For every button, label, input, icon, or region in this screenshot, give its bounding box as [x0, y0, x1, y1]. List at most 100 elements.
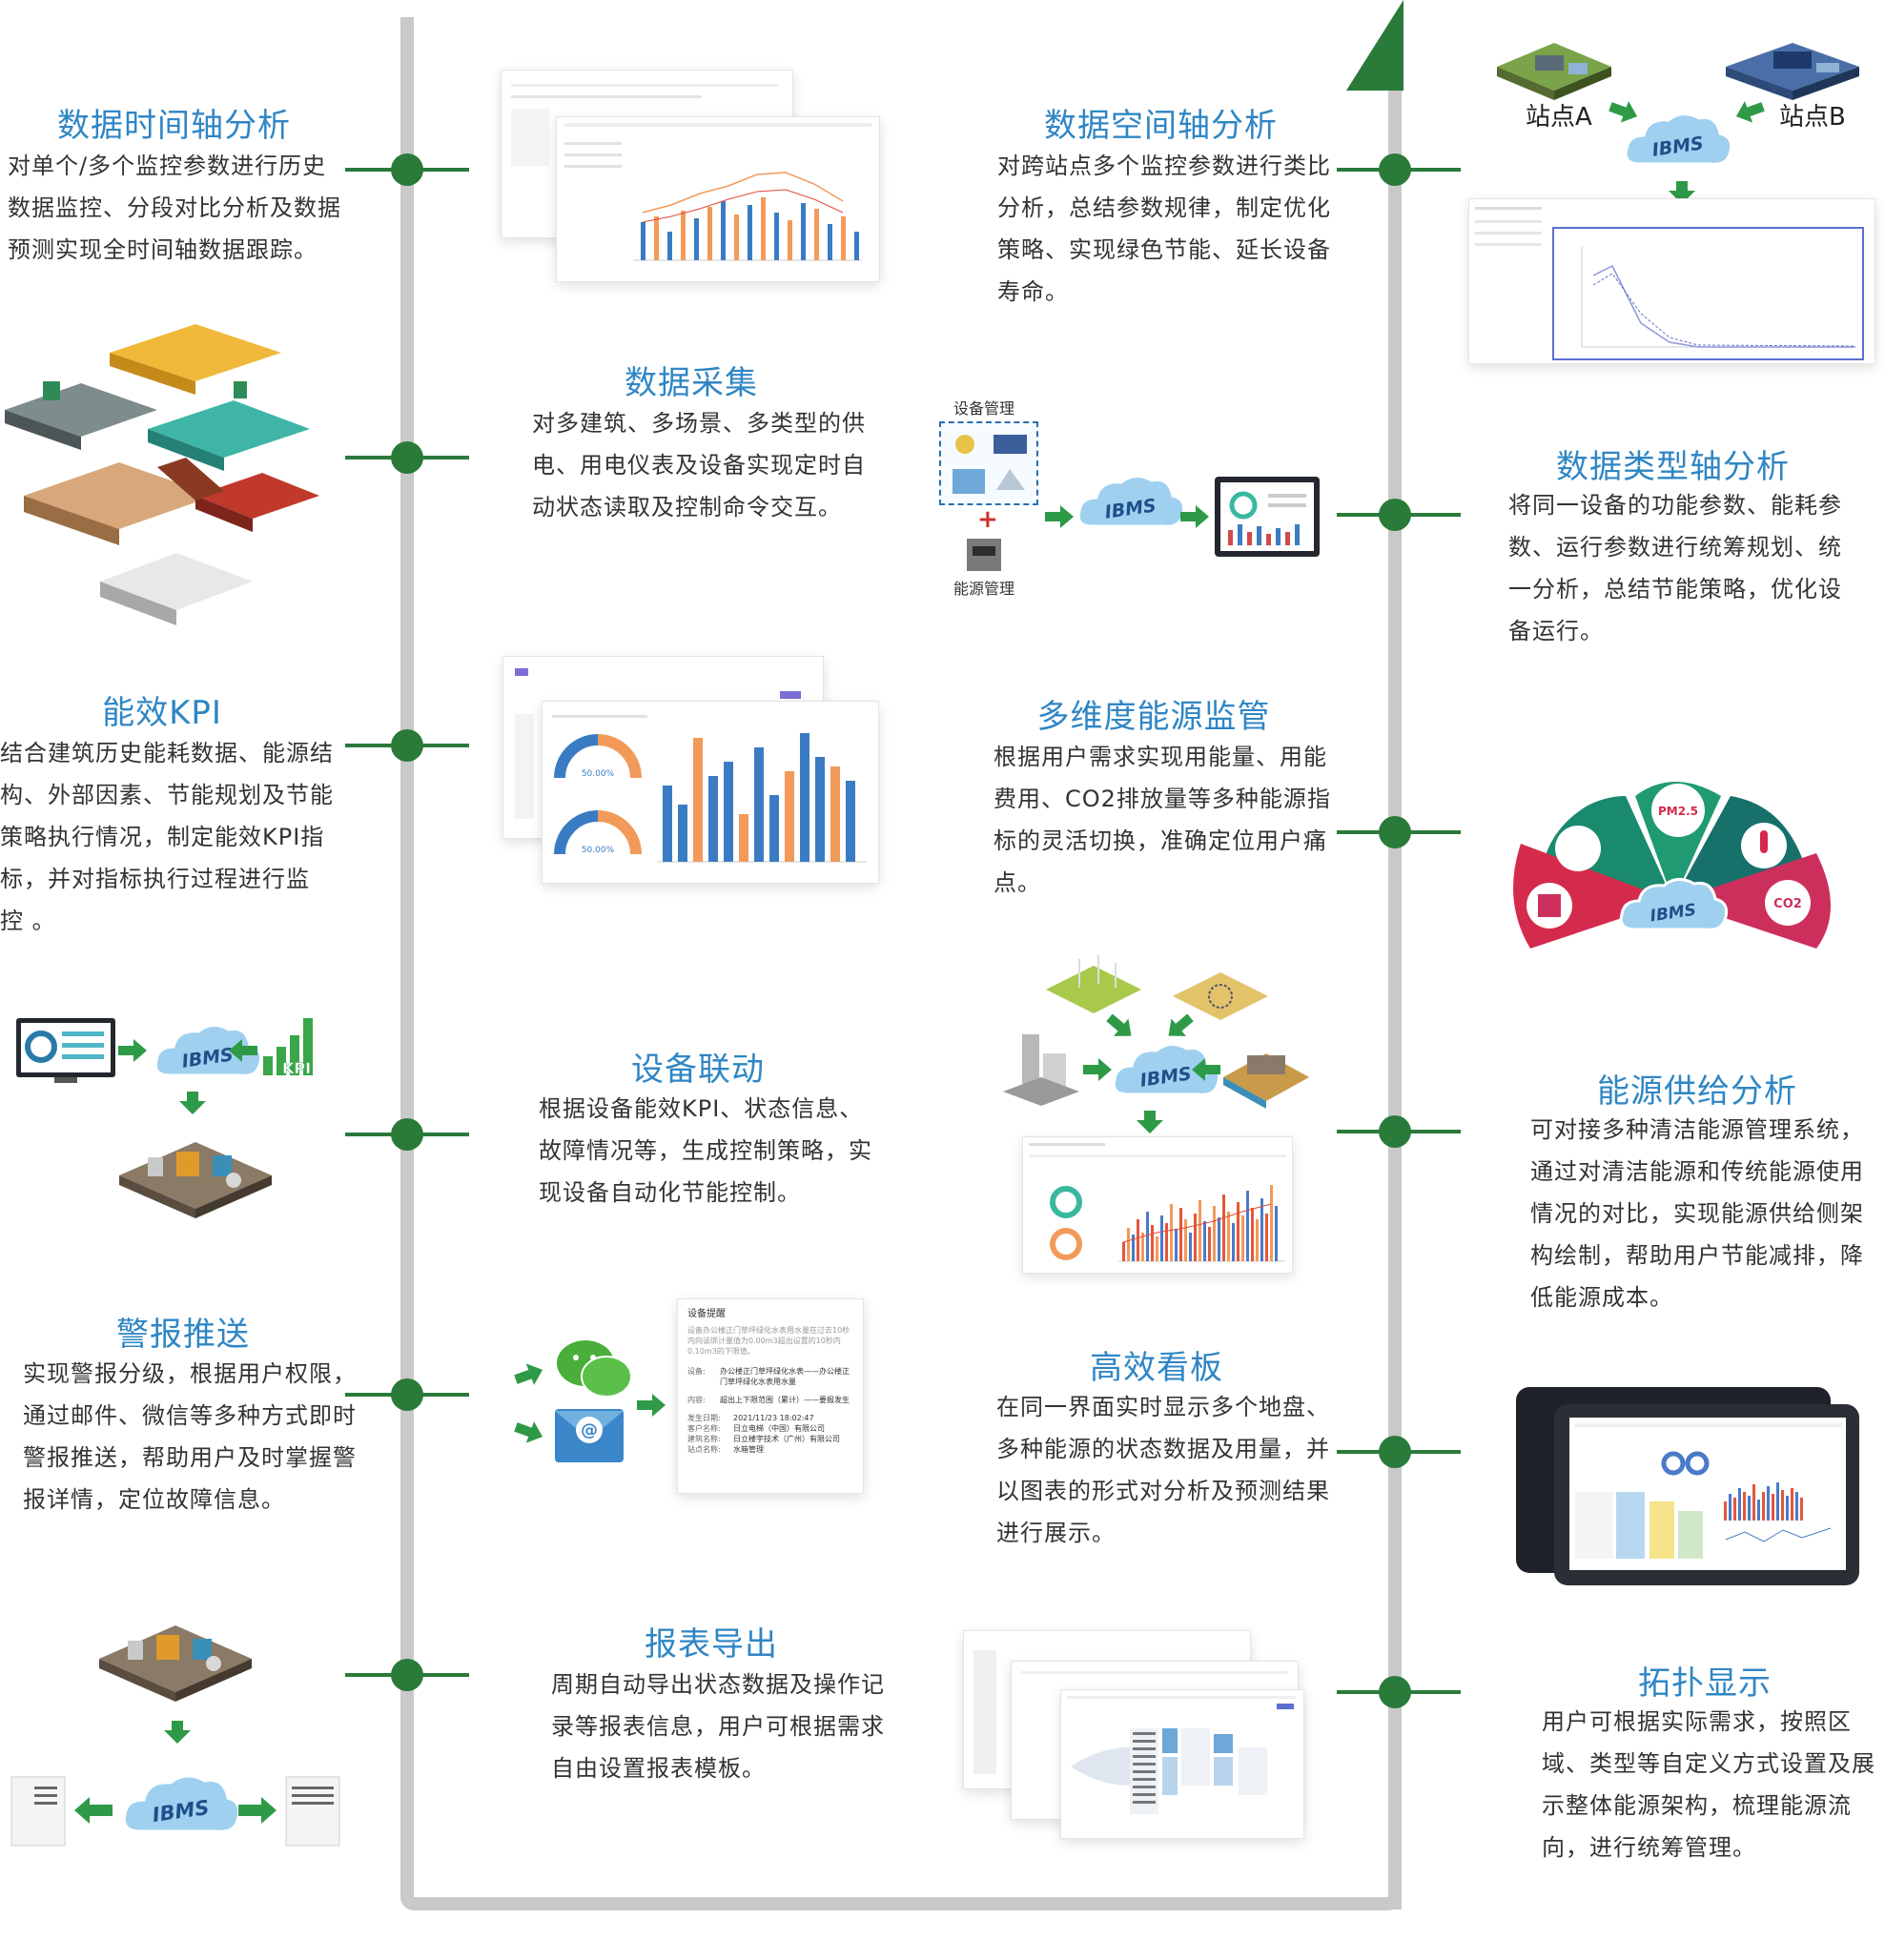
section-title-report: 报表导出: [645, 1625, 778, 1664]
mini-bar: [1762, 1492, 1765, 1521]
arrow-down-icon: [164, 1721, 191, 1744]
desc-line: 在同一界面实时显示多个地盘、: [996, 1394, 1330, 1420]
alert-building-row: 建筑名称: 日立楼宇技术（广州）有限公司: [687, 1434, 853, 1444]
section-desc-multi-energy: 根据用户需求实现用能量、用能 费用、CO2排放量等多种能源指 标的灵活切换，准确…: [994, 736, 1331, 904]
arrow-down-icon: [179, 1092, 206, 1114]
arrow-icon: [1735, 101, 1765, 123]
desc-line: 点。: [994, 869, 1041, 896]
section-desc-space-axis: 对跨站点多个监控参数进行类比 分析，总结参数规律，制定优化 策略、实现绿色节能、…: [997, 145, 1331, 313]
mini-bar: [1127, 1228, 1130, 1261]
section-desc-linkage: 根据设备能效KPI、状态信息、 故障情况等，生成控制策略，实 现设备自动化节能控…: [539, 1088, 872, 1214]
monitor-illustration: [16, 1018, 115, 1083]
mini-bar: [1170, 1204, 1173, 1261]
mini-bar: [788, 220, 792, 260]
mini-bar: [1137, 1219, 1139, 1261]
desc-line: 电、用电仪表及设备实现定时自: [532, 452, 866, 479]
mini-bar: [654, 216, 659, 260]
desc-line: 寿命。: [997, 278, 1069, 305]
mini-bar: [663, 786, 672, 862]
mini-bar: [1757, 1500, 1760, 1521]
mini-bar: [1189, 1233, 1192, 1261]
ibms-cloud-icon: IBMS: [1624, 112, 1733, 166]
mini-bar: [785, 771, 794, 862]
isometric-building-illustration: [5, 324, 319, 625]
mini-bar: [1160, 1215, 1163, 1261]
mini-bar: [724, 762, 733, 862]
mini-bar: [1227, 1212, 1230, 1261]
alert-content-row: 内容: 超出上下限范围（累计）——要报发生: [687, 1395, 853, 1405]
time-axis-screenshot-front: [556, 116, 880, 282]
desc-line: 以图表的形式对分析及预测结果: [996, 1478, 1330, 1504]
mini-bar: [1184, 1219, 1187, 1261]
desc-line: 现设备自动化节能控制。: [539, 1179, 801, 1206]
factory-illustration: [1003, 1034, 1079, 1106]
desc-line: 策略、实现绿色节能、延长设备: [997, 236, 1331, 263]
section-title-type-axis: 数据类型轴分析: [1556, 448, 1790, 486]
alert-title: 设备提醒: [687, 1309, 726, 1319]
right-timeline-rail: [1388, 76, 1402, 1909]
mini-bar: [1218, 1217, 1220, 1261]
svg-text:@: @: [581, 1420, 598, 1440]
desc-line: 对跨站点多个监控参数进行类比: [997, 153, 1331, 179]
mini-bar: [1179, 1208, 1182, 1261]
mini-bar: [1767, 1486, 1770, 1521]
section-desc-collection: 对多建筑、多场景、多类型的供 电、用电仪表及设备实现定时自 动状态读取及控制命令…: [532, 402, 866, 528]
desc-line: 数据监控、分段对比分析及数据: [8, 194, 341, 221]
timeline-node: [391, 153, 423, 186]
timeline-node: [1379, 1115, 1411, 1148]
mini-bar: [694, 218, 699, 260]
mini-bar: [721, 201, 726, 260]
arrow-icon: [238, 1797, 277, 1824]
section-title-board: 高效看板: [1090, 1349, 1223, 1387]
mini-bar: [1265, 1214, 1268, 1261]
mini-bar: [1772, 1494, 1774, 1521]
arrow-icon: [1168, 1013, 1194, 1036]
mini-bar: [1800, 1498, 1803, 1521]
alert-time-label: 发生日期:: [687, 1414, 721, 1422]
alert-building-label: 建筑名称:: [687, 1435, 721, 1443]
desc-line: 费用、CO2排放量等多种能源指: [994, 786, 1331, 812]
desc-line: 结合建筑历史能耗数据、能源结: [0, 740, 334, 766]
mini-bar: [1781, 1490, 1784, 1521]
mini-bar: [769, 795, 779, 862]
mini-bar: [1733, 1498, 1736, 1521]
mini-bar: [846, 781, 855, 862]
co2-label: CO2: [1773, 897, 1802, 911]
mini-bar: [1795, 1492, 1798, 1521]
ibms-cloud-icon: IBMS: [1076, 475, 1186, 528]
desc-line: 对多建筑、多场景、多类型的供: [532, 410, 866, 437]
alert-message-card: 设备提醒 设备办公楼正门草坪绿化水表用水量在过去10秒内向该绑计量值为0.00m…: [677, 1298, 864, 1494]
mini-bar: [1791, 1488, 1793, 1521]
mini-bar: [1724, 1501, 1727, 1521]
timeline-node: [391, 1118, 423, 1151]
arrow-icon: [514, 1421, 543, 1443]
space-axis-chart: [1475, 207, 1864, 360]
section-title-collection: 数据采集: [625, 364, 758, 402]
left-timeline-rail: [400, 17, 414, 1909]
mini-bar: [1213, 1206, 1216, 1261]
mini-bar: [841, 216, 846, 260]
email-icon: @: [555, 1409, 624, 1462]
kpi-label: KPI: [282, 1059, 311, 1077]
mini-bar: [754, 747, 764, 862]
desc-line: 低能源成本。: [1530, 1284, 1673, 1311]
wind-farm-illustration: [1046, 955, 1141, 1013]
section-title-topology: 拓扑显示: [1638, 1664, 1772, 1703]
mini-bar: [1132, 1235, 1135, 1261]
desc-line: 通过对清洁能源和传统能源使用: [1530, 1158, 1864, 1185]
section-title-space-axis: 数据空间轴分析: [1044, 107, 1278, 145]
arrow-icon: [1106, 1013, 1132, 1036]
document-icon: [285, 1776, 340, 1847]
mini-bar: [1729, 1494, 1731, 1521]
section-desc-kpi: 结合建筑历史能耗数据、能源结 构、外部因素、节能规划及节能 策略执行情况，制定能…: [0, 732, 334, 942]
station-a-label: 站点A: [1526, 103, 1592, 132]
power-plant-illustration: [119, 1142, 272, 1218]
desc-line: 将同一设备的功能参数、能耗参: [1508, 492, 1842, 519]
mini-bar: [1275, 1206, 1278, 1261]
arrow-icon: [1083, 1058, 1112, 1081]
topology-chart: [1067, 1696, 1296, 1814]
desc-line: 向，进行统筹管理。: [1542, 1834, 1756, 1861]
topology-screenshot-front: [1060, 1689, 1304, 1839]
desc-line: 构绘制，帮助用户节能减排，降: [1530, 1242, 1864, 1269]
mini-bar: [1752, 1484, 1755, 1521]
